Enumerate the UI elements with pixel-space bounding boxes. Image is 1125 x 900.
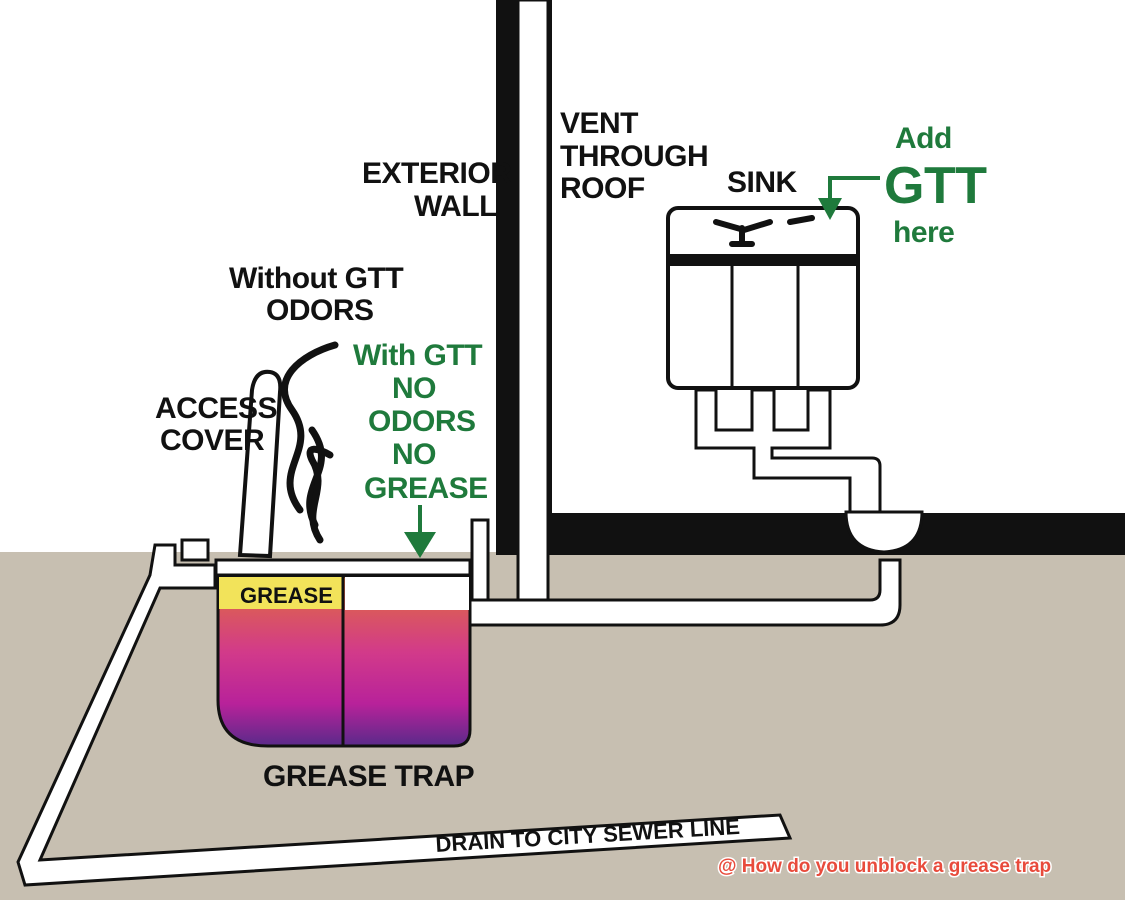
label-grease-layer: GREASE [240,583,333,608]
label-without-gtt: ODORS [266,294,374,327]
label-with-gtt: NO [392,438,436,471]
label-with-gtt: ODORS [368,405,476,438]
sewer-pipe [16,543,793,887]
label-with-gtt: NO [392,372,436,405]
label-sink: SINK [727,166,798,199]
sink [666,206,860,390]
trap-outlet-stub [470,518,490,602]
p-trap [844,510,924,554]
green-arrow-trap [404,505,436,558]
label-vent: ROOF [560,172,645,205]
label-add-gtt: GTT [884,157,987,215]
odor-squiggle [306,445,334,544]
sink-drain-pipes [694,388,882,514]
drain-pipe-sink-to-trap [468,558,902,627]
label-with-gtt: GREASE [364,472,488,505]
label-access-cover: ACCESS [155,392,277,425]
label-with-gtt: With GTT [353,339,482,372]
label-exterior-wall: WALL [414,190,497,223]
watermark: @ How do you unblock a grease trap [718,856,1051,877]
odor-squiggle [281,341,339,514]
grease-layer [219,577,342,609]
grease-trap [214,558,472,748]
label-add-gtt: Add [895,122,952,155]
label-vent: VENT [560,107,638,140]
clean-layer [345,577,469,610]
label-exterior-wall: EXTERIOR [362,157,512,190]
vent-pipe [516,0,550,602]
label-add-gtt: here [893,216,954,249]
access-cover [237,369,283,559]
label-without-gtt: Without GTT [229,262,403,295]
label-vent: THROUGH [560,140,708,173]
label-access-cover: COVER [160,424,265,457]
green-arrow-sink [818,176,880,220]
label-grease-trap: GREASE TRAP [263,760,474,793]
floor-slab [496,513,1125,555]
faucet-icon [713,215,815,247]
cleanout-cap [180,538,210,562]
